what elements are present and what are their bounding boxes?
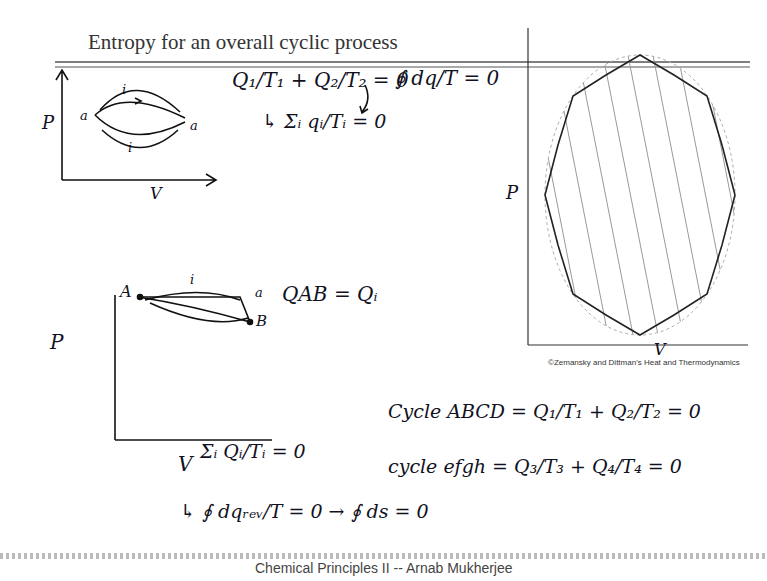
axis-label: V	[178, 452, 192, 476]
equation: Σᵢ Qᵢ/Tᵢ = 0	[200, 440, 306, 462]
axis-label: V	[150, 184, 162, 203]
point-label: A	[120, 282, 132, 301]
equation: QAB = Qᵢ	[282, 282, 377, 306]
point-label: a	[80, 108, 88, 123]
equation: Q₁/T₁ + Q₂/T₂ = 0	[232, 68, 409, 92]
equation: ↳ ∮ dqᵣₑᵥ/T = 0 → ∮ ds = 0	[180, 500, 429, 522]
point-label: i	[190, 272, 194, 287]
point-label: i	[128, 140, 132, 155]
footer-text: Chemical Principles II -- Arnab Mukherje…	[255, 560, 513, 576]
axis-label: P	[50, 330, 63, 354]
axis-label: P	[42, 112, 54, 133]
axis-label: V	[654, 340, 666, 359]
point-label: a	[190, 118, 198, 133]
axis-label: P	[506, 182, 518, 203]
slide-title: Entropy for an overall cyclic process	[88, 30, 398, 55]
equation: cycle efgh = Q₃/T₃ + Q₄/T₄ = 0	[388, 455, 682, 477]
point-label: B	[256, 312, 267, 330]
copyright-note: ©Zemansky and Dittman's Heat and Thermod…	[548, 358, 740, 367]
equation: Cycle ABCD = Q₁/T₁ + Q₂/T₂ = 0	[388, 400, 701, 422]
equation: ↳ Σᵢ qᵢ/Tᵢ = 0	[262, 110, 386, 132]
point-label: a	[255, 285, 263, 300]
equation: ∮ dq/T = 0	[395, 66, 499, 90]
point-label: i	[122, 82, 126, 97]
